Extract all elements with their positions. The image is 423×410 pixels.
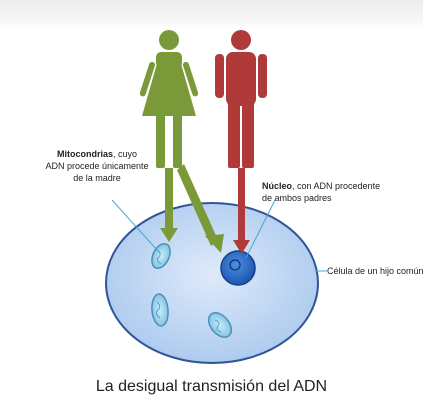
male-figure-icon <box>215 30 267 168</box>
mitochondria-label: Mitocondrias, cuyo ADN procede únicament… <box>30 148 164 184</box>
mitochondrion <box>151 293 169 327</box>
mitochondria-label-bold: Mitocondrias <box>56 149 113 159</box>
mitochondrion <box>207 312 233 338</box>
mother-arrow-down-head <box>160 228 178 242</box>
father-arrow-shaft <box>238 168 245 242</box>
father-arrow-head <box>233 240 250 254</box>
cell-label: Célula de un hijo común <box>327 266 423 276</box>
diagram-caption: La desigual transmisión del ADN <box>95 378 328 395</box>
mother-arrow-down-shaft <box>165 168 173 230</box>
nucleolus <box>229 259 241 271</box>
nucleus <box>220 250 256 286</box>
female-figure-icon <box>139 30 199 168</box>
mitochondria-label-line1: , cuyo <box>113 149 138 159</box>
mother-arrow-diagonal-head <box>205 234 224 253</box>
mito-pointer-line <box>111 199 159 252</box>
nucleus-label-bold: Núcleo <box>262 181 293 191</box>
mitochondria-label-line3: de la madre <box>73 173 121 183</box>
nucleus-label-line1: , con ADN procedente <box>292 181 381 191</box>
mitochondria-label-line2: ADN procede únicamente <box>45 161 149 171</box>
background-band <box>0 0 423 30</box>
mother-arrows <box>160 164 224 253</box>
nucleus-label-line2: de ambos padres <box>262 193 332 203</box>
father-arrow <box>233 168 250 254</box>
mother-arrow-diagonal-shaft <box>177 164 218 246</box>
nucleus-pointer-line <box>245 199 276 259</box>
nucleus-label: Núcleo, con ADN procedente de ambos padr… <box>262 180 412 204</box>
